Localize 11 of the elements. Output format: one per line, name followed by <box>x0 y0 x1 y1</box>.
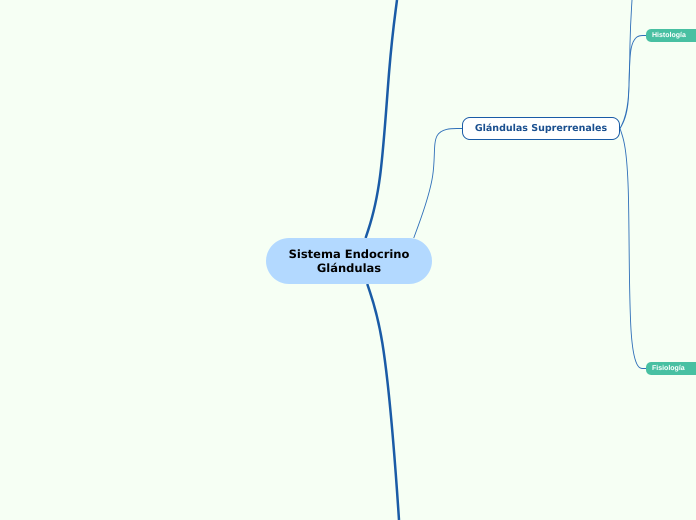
subtopic-box <box>646 362 696 375</box>
topic-label: Glándulas Suprerrenales <box>474 123 608 134</box>
connector-line <box>413 128 462 238</box>
connector-line <box>620 128 646 369</box>
topic-box <box>462 117 620 140</box>
topic-label: Sistema Endocrino Glándulas <box>288 247 410 275</box>
connector-line <box>366 284 400 520</box>
central-topic <box>266 238 432 284</box>
subtopic-box <box>646 29 696 42</box>
connector-line <box>620 35 646 129</box>
connector-line <box>364 0 398 238</box>
